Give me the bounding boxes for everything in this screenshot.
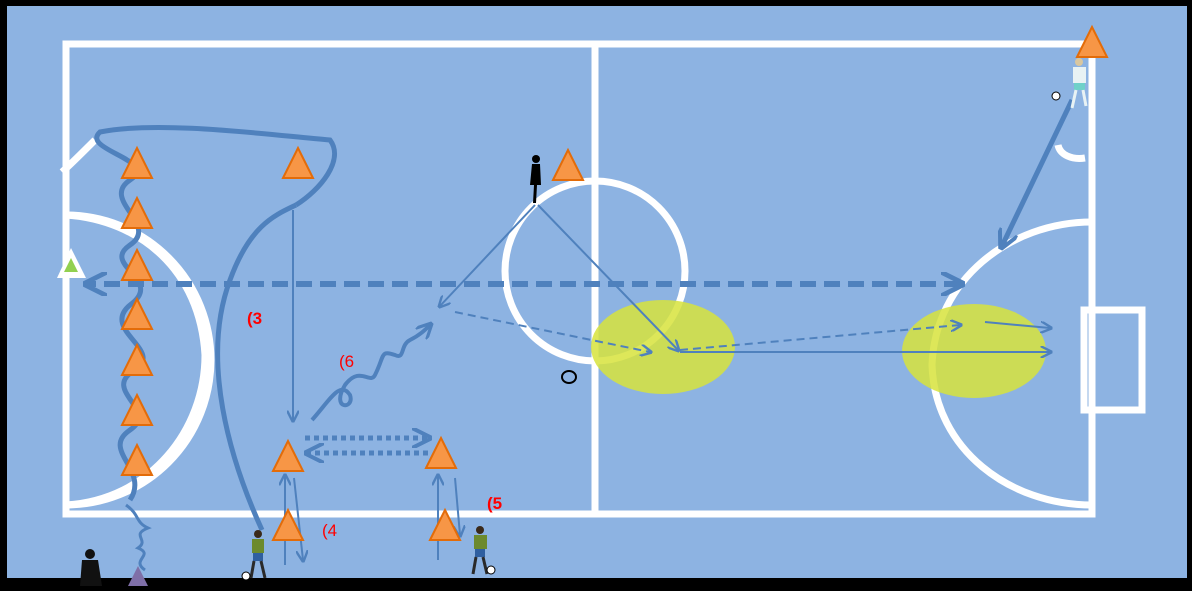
- player-icon: [85, 549, 95, 559]
- step-label-3: (3: [247, 309, 262, 328]
- player-icon: [476, 526, 484, 534]
- step-label-5: (5: [487, 494, 502, 513]
- step-label-4: (4: [322, 521, 337, 540]
- player-icon: [254, 530, 262, 538]
- step-label-6: (6: [339, 352, 354, 371]
- ball-icon: [1052, 92, 1060, 100]
- player-icon: [1075, 58, 1083, 66]
- ball-icon: [487, 566, 495, 574]
- player-icon: [532, 155, 540, 163]
- ball-icon: [242, 572, 250, 580]
